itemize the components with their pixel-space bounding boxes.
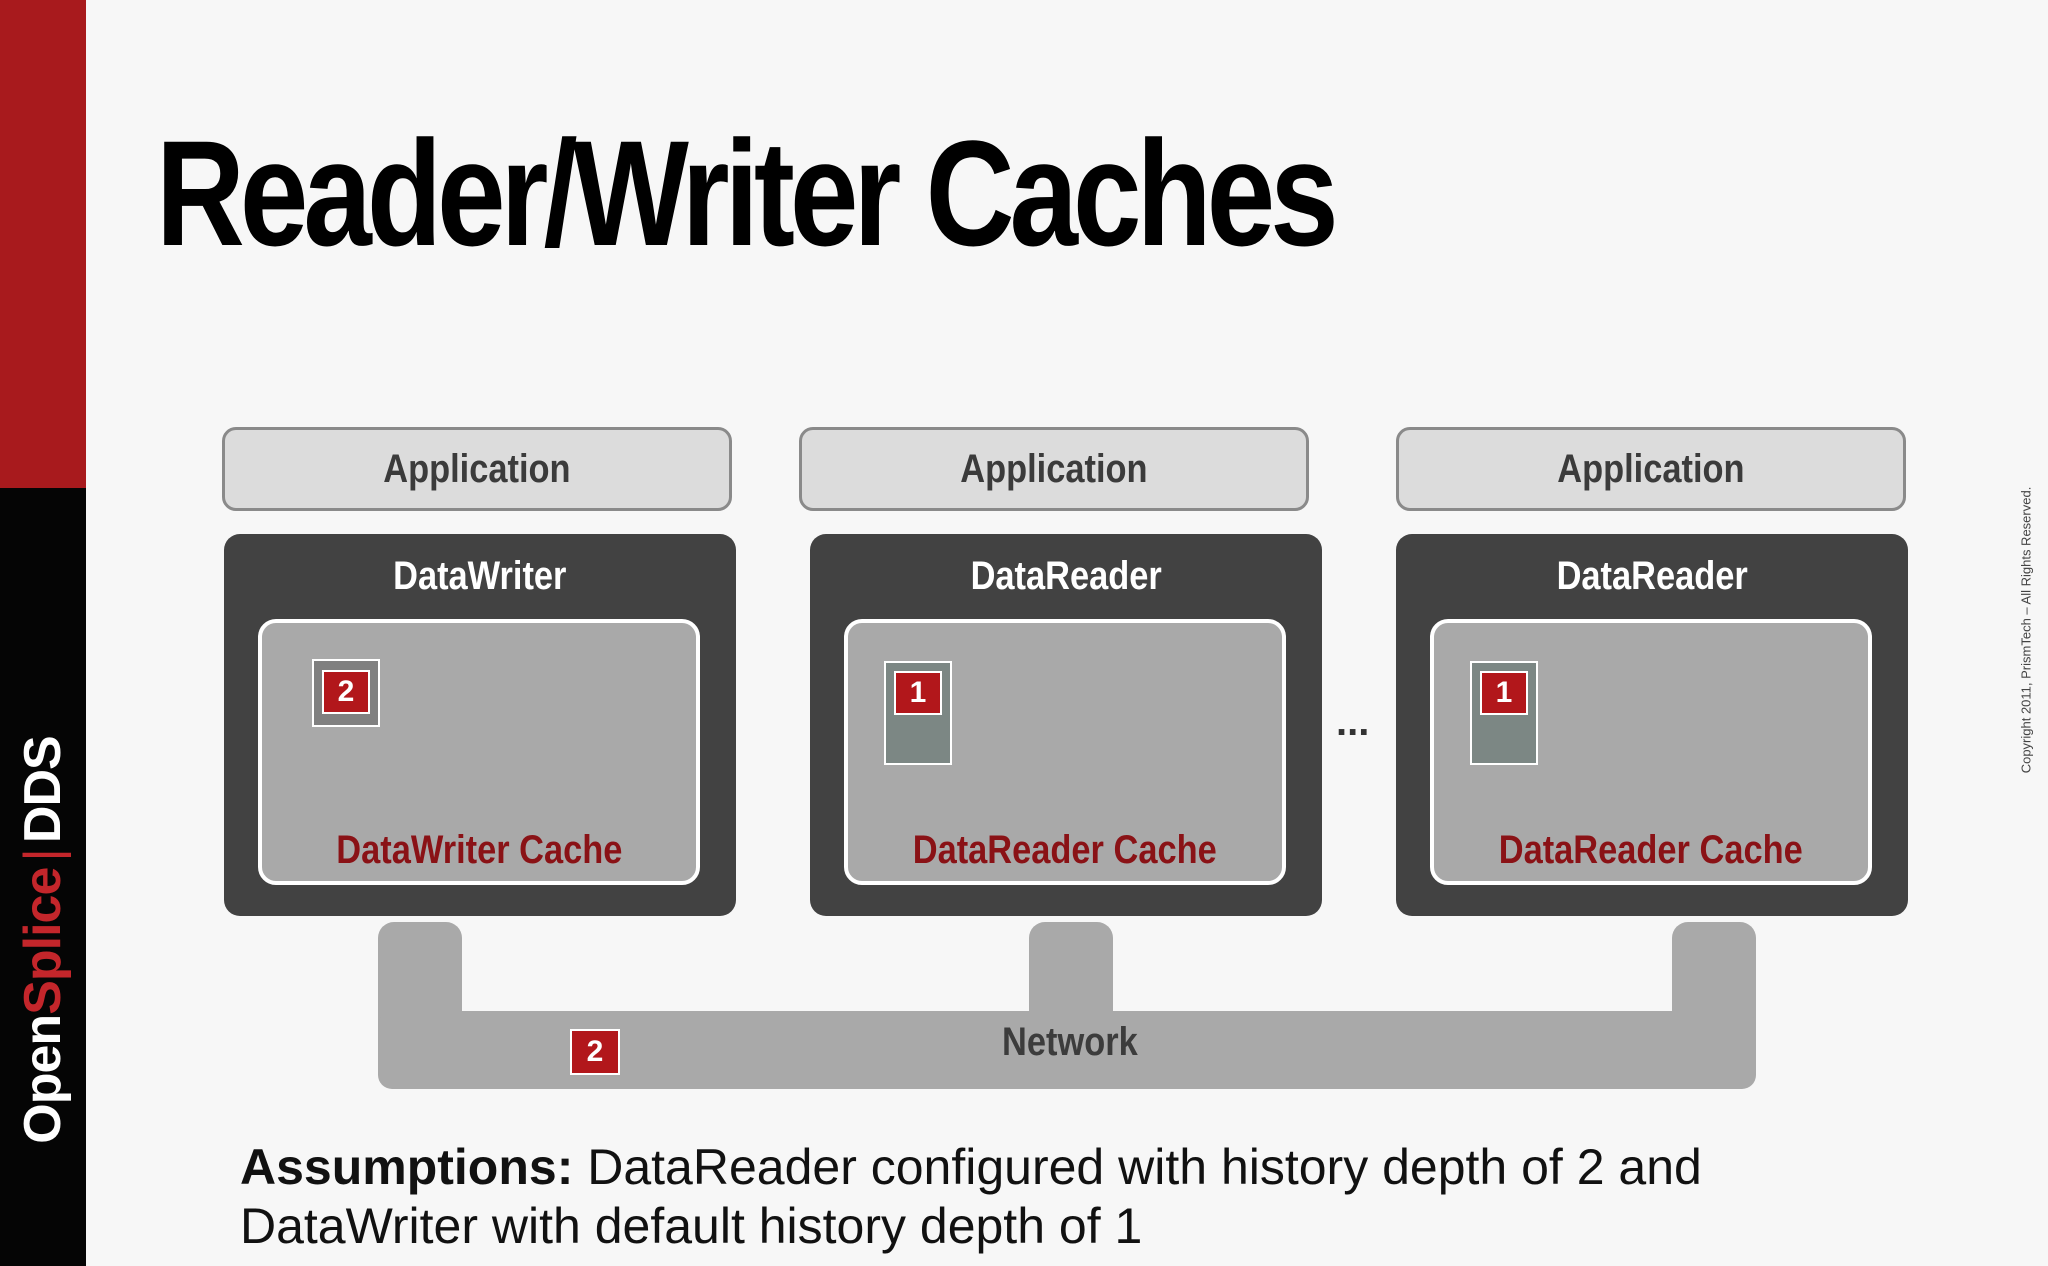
datawriter-label: DataWriter bbox=[393, 554, 567, 598]
writer-sample-badge: 2 bbox=[322, 670, 370, 714]
assumptions-label: Assumptions: bbox=[240, 1139, 574, 1195]
datareader2-cache-label: DataReader Cache bbox=[1498, 828, 1804, 872]
network-label: Network bbox=[1002, 1020, 1138, 1064]
datareader2-label: DataReader bbox=[1556, 554, 1748, 598]
reader2-application-box: Application bbox=[1396, 427, 1906, 511]
copyright-notice: Copyright 2011, PrismTech – All Rights R… bbox=[2018, 486, 2034, 774]
datareader1-cache-label: DataReader Cache bbox=[912, 828, 1218, 872]
reader2-cache-slot: 1 bbox=[1470, 661, 1538, 765]
writer-cache-slot: 2 bbox=[312, 659, 380, 727]
more-readers-ellipsis: ... bbox=[1336, 700, 1370, 744]
assumptions-text: Assumptions: DataReader configured with … bbox=[240, 1138, 1840, 1256]
brand-bar-red bbox=[0, 0, 86, 488]
datareader1-label: DataReader bbox=[970, 554, 1162, 598]
reader1-application-box: Application bbox=[799, 427, 1309, 511]
datareader2-box: DataReader 1 DataReader Cache bbox=[1396, 534, 1908, 916]
datareader1-box: DataReader 1 DataReader Cache bbox=[810, 534, 1322, 916]
brand-bar-black bbox=[0, 488, 86, 1266]
datareader1-cache: 1 DataReader Cache bbox=[844, 619, 1286, 885]
opensplice-dds-logo: OpenSplice|DDS bbox=[14, 736, 72, 1144]
reader1-cache-slot: 1 bbox=[884, 661, 952, 765]
datareader2-cache: 1 DataReader Cache bbox=[1430, 619, 1872, 885]
datawriter-cache: 2 DataWriter Cache bbox=[258, 619, 700, 885]
network-sample-badge: 2 bbox=[570, 1029, 620, 1075]
assumptions-line1: DataReader configured with history depth… bbox=[573, 1139, 1702, 1195]
writer-application-box: Application bbox=[222, 427, 732, 511]
datawriter-cache-label: DataWriter Cache bbox=[335, 828, 623, 872]
assumptions-line2: DataWriter with default history depth of… bbox=[240, 1198, 1143, 1254]
slide-title: Reader/Writer Caches bbox=[156, 109, 1339, 277]
reader1-sample-badge: 1 bbox=[894, 671, 942, 715]
datawriter-box: DataWriter 2 DataWriter Cache bbox=[224, 534, 736, 916]
reader2-sample-badge: 1 bbox=[1480, 671, 1528, 715]
